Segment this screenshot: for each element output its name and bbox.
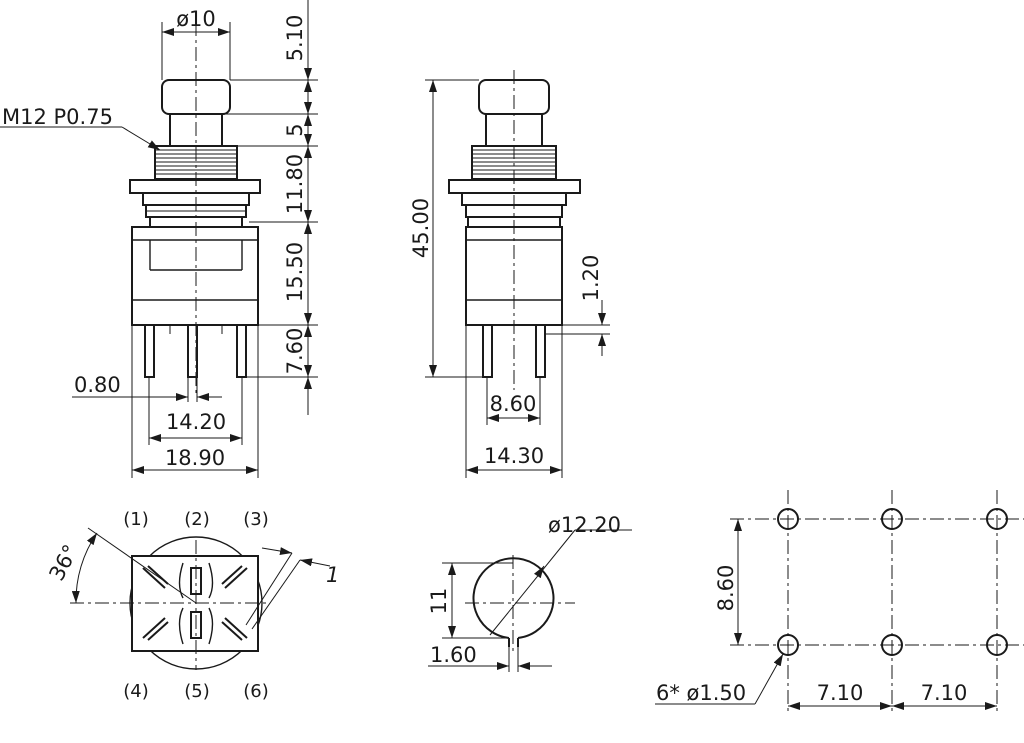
pin-label-3: (3): [243, 509, 269, 530]
button-diameter-label: ø10: [176, 7, 216, 31]
pin-label-6: (6): [243, 681, 269, 702]
dim-5-10: 5.10: [283, 15, 307, 62]
pin-label-2: (2): [184, 509, 210, 530]
dim-15-50: 15.50: [283, 242, 307, 302]
row-pitch-label: 8.60: [714, 565, 738, 612]
pin-label-1: (1): [123, 509, 149, 530]
side-body-width-label: 14.30: [484, 444, 544, 468]
pcb-layout: 8.60 6* ø1.50 7.10 7.10: [655, 490, 1024, 715]
pin-offset-label: 1.20: [579, 255, 603, 302]
hole-diameter-label: ø12.20: [548, 513, 621, 537]
pin-span-label: 14.20: [166, 410, 226, 434]
col-pitch-2-label: 7.10: [921, 681, 968, 705]
col-pitch-1-label: 7.10: [817, 681, 864, 705]
pin-label-5: (5): [184, 681, 210, 702]
side-pin-span-label: 8.60: [490, 392, 537, 416]
total-height-label: 45.00: [409, 198, 433, 258]
bottom-view: (1) (2) (3) (4) (5) (6) 36° 1: [44, 509, 339, 702]
thread-label: M12 P0.75: [2, 105, 113, 129]
key-width-label: 1.60: [430, 643, 477, 667]
holes-label: 6* ø1.50: [656, 681, 746, 705]
flat-height-label: 11: [427, 588, 451, 615]
pin-width-label: 0.80: [74, 373, 121, 397]
pin-thickness-label: 1: [326, 563, 339, 587]
dim-11-80: 11.80: [283, 154, 307, 214]
angle-label: 36°: [44, 541, 83, 585]
front-view: ø10 M12 P0.75 5.10 5 11.80 15.50 7.60 0.…: [0, 0, 318, 478]
dim-7-60: 7.60: [283, 328, 307, 375]
pin-label-4: (4): [123, 681, 149, 702]
side-view: 45.00 1.20 8.60 14.30: [409, 70, 610, 478]
body-width-label: 18.90: [165, 446, 225, 470]
panel-cutout: ø12.20 11 1.60: [427, 513, 632, 672]
dim-5: 5: [283, 123, 307, 136]
